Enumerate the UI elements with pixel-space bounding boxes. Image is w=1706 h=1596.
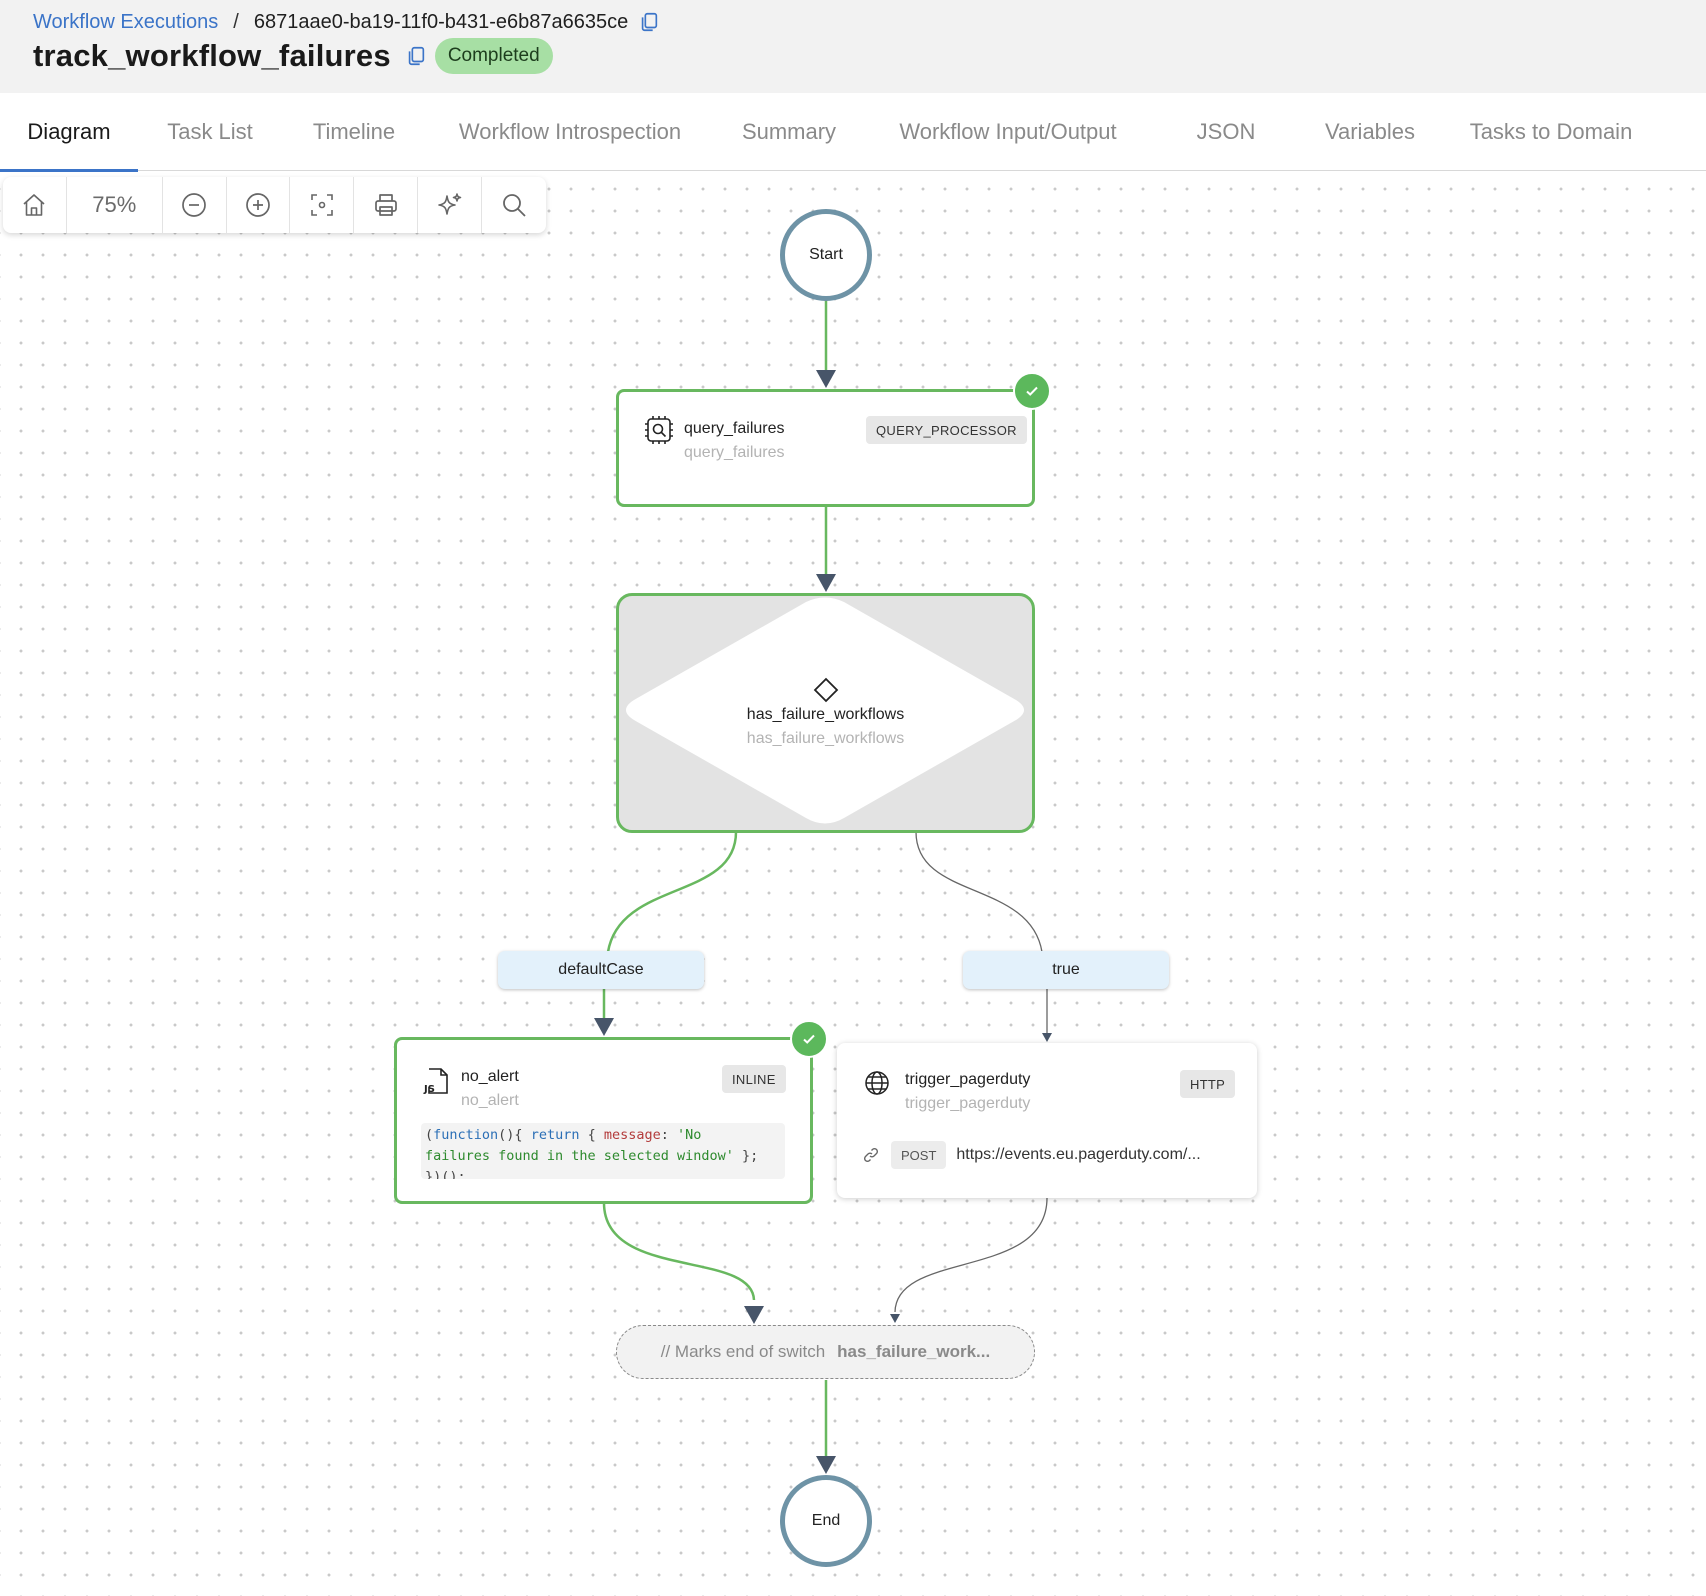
globe-icon xyxy=(865,1071,889,1095)
home-icon xyxy=(23,194,45,216)
sparkle-icon xyxy=(437,193,461,215)
task-type-badge: QUERY_PROCESSOR xyxy=(866,416,1027,444)
task-node-no-alert[interactable]: JS no_alert no_alert INLINE (function(){… xyxy=(394,1037,813,1204)
task-name: has_failure_workflows xyxy=(746,706,905,723)
search-icon xyxy=(503,194,526,217)
tab-timeline[interactable]: Timeline xyxy=(312,119,396,144)
fit-view-button[interactable] xyxy=(290,177,355,233)
ai-assist-button[interactable] xyxy=(418,177,483,233)
query-processor-icon xyxy=(645,416,673,444)
diagram-toolbar: 75% xyxy=(3,177,546,233)
breadcrumb-separator: / xyxy=(233,10,239,33)
svg-text:JS: JS xyxy=(423,1084,435,1095)
task-reference: query_failures xyxy=(684,444,785,461)
task-type-badge: HTTP xyxy=(1180,1070,1236,1098)
completed-check-badge xyxy=(790,1020,828,1058)
switch-node-has-failure-workflows[interactable]: has_failure_workflows has_failure_workfl… xyxy=(616,593,1035,833)
page-header: Workflow Executions / 6871aae0-ba19-11f0… xyxy=(0,0,1706,93)
task-node-trigger-pagerduty[interactable]: trigger_pagerduty trigger_pagerduty HTTP… xyxy=(837,1043,1257,1198)
switch-join-node[interactable]: // Marks end of switch has_failure_work.… xyxy=(616,1325,1035,1379)
tab-workflow-input-output[interactable]: Workflow Input/Output xyxy=(899,119,1117,144)
zoom-out-icon xyxy=(182,193,206,217)
execution-id: 6871aae0-ba19-11f0-b431-e6b87a6635ce xyxy=(253,10,629,33)
join-comment: // Marks end of switch xyxy=(660,1342,826,1361)
status-badge: Completed xyxy=(434,38,553,74)
task-node-query-failures[interactable]: query_failures query_failures QUERY_PROC… xyxy=(616,389,1035,507)
task-reference: trigger_pagerduty xyxy=(905,1095,1031,1112)
link-icon xyxy=(863,1147,879,1163)
tab-task-list[interactable]: Task List xyxy=(167,119,253,144)
code-line: failures found in the selected window' }… xyxy=(425,1148,759,1164)
zoom-in-icon xyxy=(246,193,270,217)
copy-icon[interactable] xyxy=(405,45,427,67)
case-label-true[interactable]: true xyxy=(963,951,1169,989)
tab-json[interactable]: JSON xyxy=(1196,119,1256,144)
print-icon xyxy=(374,194,397,216)
task-name: trigger_pagerduty xyxy=(905,1071,1031,1088)
diamond-icon xyxy=(813,677,839,703)
diagram-canvas[interactable] xyxy=(0,172,1706,1596)
join-reference: has_failure_work... xyxy=(837,1342,991,1361)
task-name: query_failures xyxy=(684,420,785,437)
http-request-row: POST https://events.eu.pagerduty.com/... xyxy=(863,1141,1201,1169)
http-url: https://events.eu.pagerduty.com/... xyxy=(956,1146,1201,1163)
code-line: (function(){ return { message: 'No xyxy=(425,1127,702,1143)
inline-code-preview: (function(){ return { message: 'No failu… xyxy=(421,1123,785,1179)
fit-view-icon xyxy=(311,194,333,216)
zoom-out-button[interactable] xyxy=(163,177,227,233)
javascript-file-icon: JS xyxy=(423,1068,448,1095)
breadcrumb-workflow-executions-link[interactable]: Workflow Executions xyxy=(33,10,219,33)
tab-summary[interactable]: Summary xyxy=(741,119,837,144)
switch-diamond-shape xyxy=(626,597,1024,824)
zoom-level: 75% xyxy=(67,177,163,233)
search-button[interactable] xyxy=(482,177,546,233)
check-icon xyxy=(1026,386,1038,396)
case-label-default[interactable]: defaultCase xyxy=(498,951,704,989)
tab-bar: Diagram Task List Timeline Workflow Intr… xyxy=(0,93,1706,172)
start-node[interactable]: Start xyxy=(780,209,872,301)
task-name: no_alert xyxy=(461,1068,519,1085)
tab-diagram[interactable]: Diagram xyxy=(0,93,138,172)
page-title: track_workflow_failures xyxy=(33,38,391,73)
end-node[interactable]: End xyxy=(780,1475,872,1567)
zoom-in-button[interactable] xyxy=(227,177,291,233)
tab-variables[interactable]: Variables xyxy=(1324,119,1416,144)
task-reference: has_failure_workflows xyxy=(746,730,905,747)
tab-workflow-introspection[interactable]: Workflow Introspection xyxy=(458,119,682,144)
print-button[interactable] xyxy=(354,177,419,233)
task-type-badge: INLINE xyxy=(722,1065,786,1093)
http-method-badge: POST xyxy=(891,1141,947,1169)
code-line: })(); xyxy=(425,1169,466,1179)
copy-icon[interactable] xyxy=(638,11,660,33)
title-row: track_workflow_failures Completed xyxy=(33,36,553,76)
breadcrumb: Workflow Executions / 6871aae0-ba19-11f0… xyxy=(33,8,660,36)
check-icon xyxy=(803,1034,815,1044)
task-reference: no_alert xyxy=(461,1092,519,1109)
home-button[interactable] xyxy=(3,177,67,233)
tab-tasks-to-domain[interactable]: Tasks to Domain xyxy=(1469,119,1633,144)
completed-check-badge xyxy=(1013,372,1051,410)
